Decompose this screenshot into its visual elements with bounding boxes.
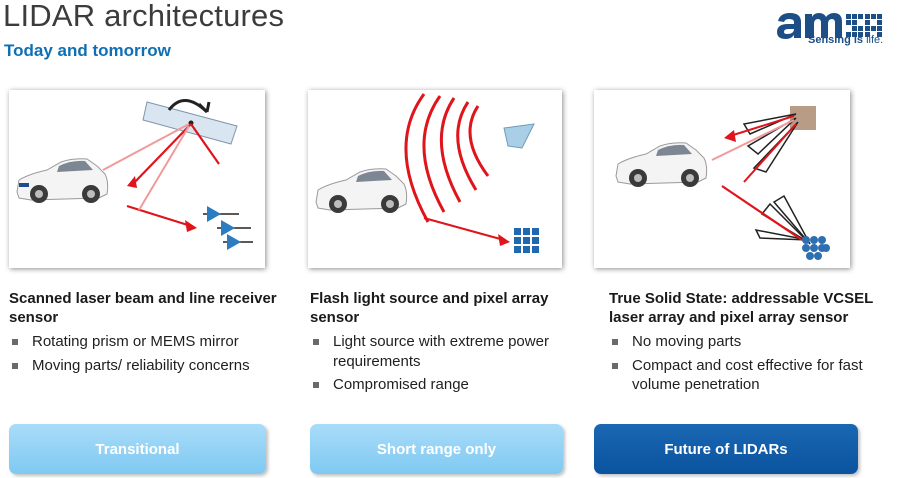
flash-wave-icon — [406, 94, 488, 222]
bullet-list: Light source with extreme power requirem… — [310, 332, 585, 395]
column-solid-state: True Solid State: addressable VCSEL lase… — [609, 289, 884, 399]
solid-state-illustration — [594, 90, 850, 268]
page-subtitle: Today and tomorrow — [4, 41, 171, 61]
bullet-list: No moving parts Compact and cost effecti… — [609, 332, 884, 395]
light-source-icon — [504, 124, 534, 148]
column-heading: Flash light source and pixel array senso… — [310, 289, 585, 327]
car-icon — [17, 159, 108, 203]
bullet-item: No moving parts — [609, 332, 884, 352]
pill-transitional: Transitional — [9, 424, 266, 474]
column-heading: True Solid State: addressable VCSEL lase… — [609, 289, 884, 327]
page-title: LIDAR architectures — [3, 0, 284, 34]
logo-tagline: Sensing is life. — [808, 34, 883, 46]
scanned-laser-illustration — [9, 90, 265, 268]
pixel-array-icon — [802, 236, 830, 260]
bullet-item: Light source with extreme power requirem… — [310, 332, 585, 371]
pixel-array-icon — [514, 228, 539, 253]
flash-lidar-illustration — [308, 90, 562, 268]
bullet-item: Compromised range — [310, 375, 585, 395]
bullet-list: Rotating prism or MEMS mirror Moving par… — [9, 332, 284, 375]
bullet-item: Compact and cost effective for fast volu… — [609, 356, 884, 395]
column-flash: Flash light source and pixel array senso… — [310, 289, 585, 399]
car-icon — [616, 143, 707, 187]
pill-short-range: Short range only — [310, 424, 563, 474]
column-heading: Scanned laser beam and line receiver sen… — [9, 289, 284, 327]
column-scanned: Scanned laser beam and line receiver sen… — [9, 289, 284, 379]
bullet-item: Rotating prism or MEMS mirror — [9, 332, 284, 352]
bullet-item: Moving parts/ reliability concerns — [9, 356, 284, 376]
car-icon — [316, 169, 407, 213]
line-receiver-icon — [203, 206, 253, 250]
pill-future: Future of LIDARs — [594, 424, 858, 474]
mems-mirror-icon — [143, 100, 237, 144]
